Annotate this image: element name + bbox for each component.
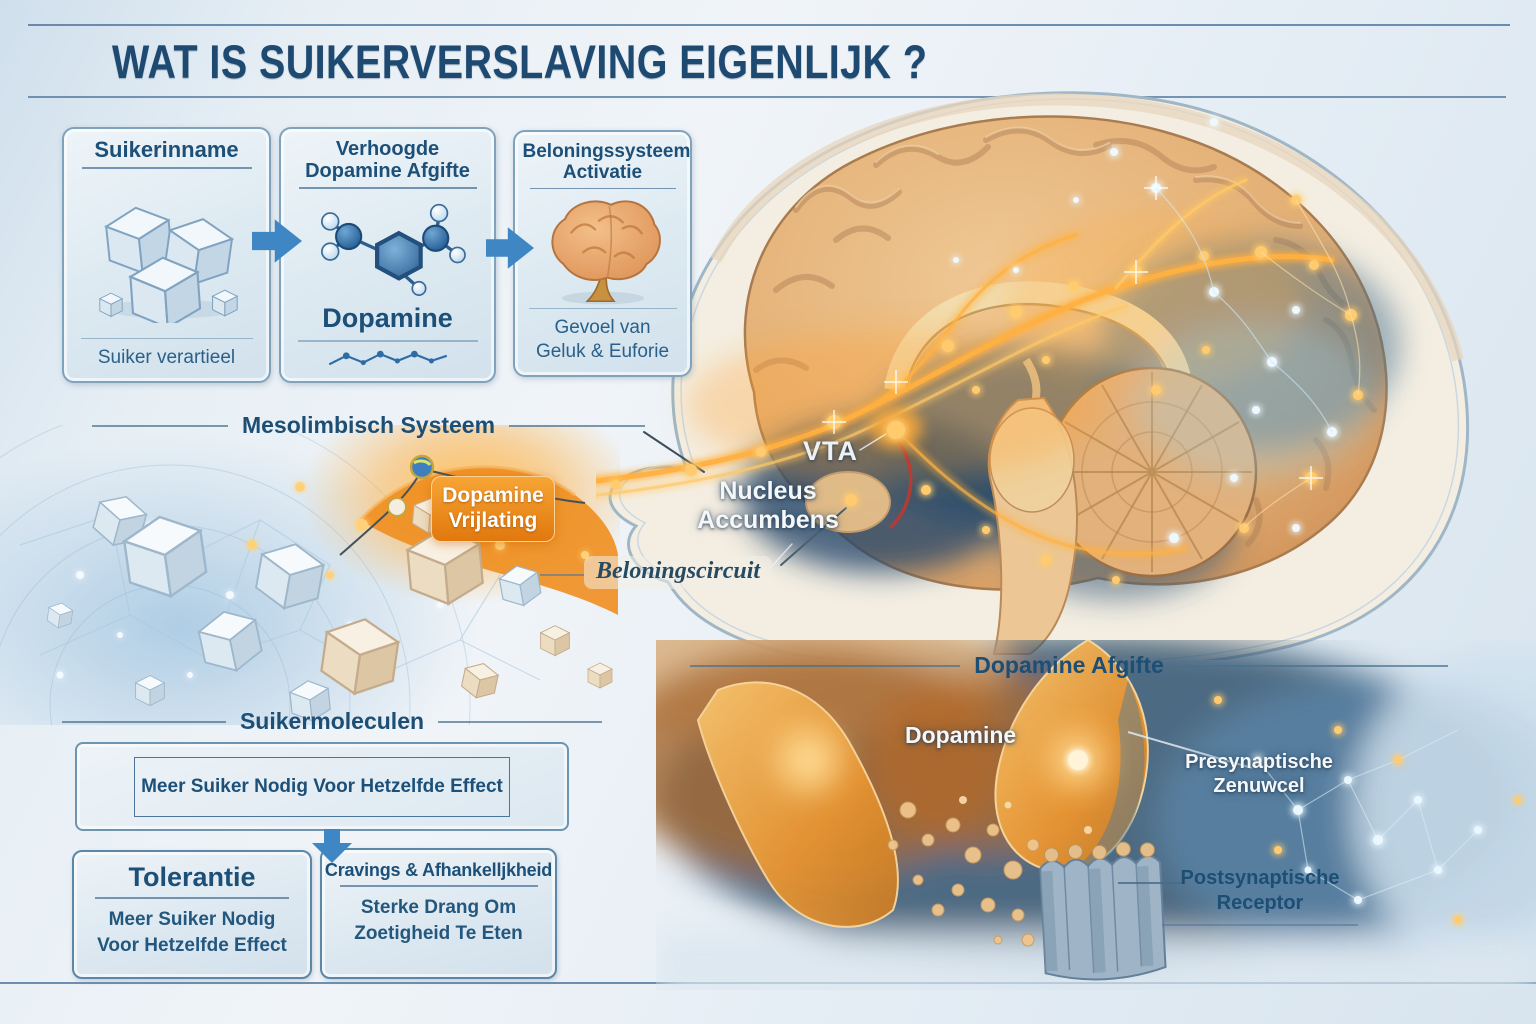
presynaptic-label: Presynaptische Zenuwcel [1185, 751, 1333, 797]
postsynaptic-label: Postsynaptische Receptor [1180, 867, 1340, 914]
label-rule [509, 424, 646, 427]
statement-box: Meer Suiker Nodig Voor Hetzelfde Effect [75, 742, 569, 831]
reward-circuit-rule [540, 574, 584, 576]
process-box-header: Suikerinname [94, 137, 239, 162]
caption-rule [80, 337, 253, 340]
label-rule [1177, 664, 1449, 667]
label-rule [438, 720, 603, 723]
header-rule [339, 885, 538, 887]
postsynaptic-underline-rule [1162, 924, 1358, 926]
process-box-sugar-intake: Suikerinname [62, 127, 271, 383]
sugar-molecules-label: Suikermoleculen [62, 708, 603, 735]
outcome-box-header: Cravings & Afhankelljkheid [324, 860, 553, 880]
dopamine-release-badge: Dopamine Vrijlating [431, 476, 555, 542]
arrow-right-icon [486, 227, 534, 269]
header-rule [298, 186, 477, 189]
label-rule [62, 720, 226, 723]
synapse-illustration [656, 640, 1536, 990]
brain-illustration [596, 91, 1469, 660]
arrow-right-icon [252, 219, 302, 263]
caption-rule [528, 308, 677, 310]
tolerance-box: Tolerantie Meer Suiker Nodig Voor Hetzel… [72, 850, 312, 979]
molecule-icon [320, 203, 466, 296]
title-underline-rule [28, 96, 1506, 98]
arrow-down-icon [312, 829, 352, 863]
outcome-box-body: Meer Suiker Nodig Voor Hetzelfde Effect [97, 909, 287, 956]
cravings-box: Cravings & Afhankelljkheid Sterke Drang … [320, 848, 557, 979]
process-box-caption: Suiker verartieel [97, 347, 236, 369]
outcome-box-body: Sterke Drang Om Zoetigheid Te Eten [354, 897, 523, 944]
header-rule [529, 187, 676, 190]
dopamine-label: Dopamine [905, 722, 1017, 748]
globe-node-icon [339, 454, 586, 556]
header-rule [81, 166, 252, 169]
vta-label: VTA [803, 436, 858, 466]
caption-rule [297, 340, 478, 342]
process-box-dopamine-release: Verhoogde Dopamine Afgifte [279, 127, 496, 383]
sugar-cubes-icon [98, 206, 238, 324]
dopamine-chain-icon [328, 350, 447, 366]
statement-text: Meer Suiker Nodig Voor Hetzelfde Effect [134, 756, 510, 817]
header-rule [95, 897, 289, 899]
outcome-box-header: Tolerantie [128, 862, 256, 892]
reward-circuit-label: Beloningscircuit [584, 556, 773, 589]
brain-icon [550, 200, 661, 305]
process-box-reward-activation: Beloningssysteem Activatie Gevoel van Ge… [513, 130, 692, 377]
process-box-header: Beloningssysteem Activatie [522, 141, 691, 184]
label-rule [690, 664, 961, 667]
nucleus-accumbens-label: Nucleus Accumbens [697, 477, 839, 534]
label-rule [92, 424, 228, 427]
mesolimbic-system-label: Mesolimbisch Systeem [92, 412, 646, 439]
process-box-caption: Gevoel van Geluk & Euforie [535, 317, 670, 363]
molecule-label: Dopamine [322, 303, 453, 334]
top-rule [28, 24, 1510, 26]
sugar-network-illustration [0, 425, 620, 725]
dopamine-release-section-label: Dopamine Afgifte [690, 652, 1449, 679]
process-box-header: Verhoogde Dopamine Afgifte [305, 138, 470, 183]
page-title: WAT IS SUIKERVERSLAVING EIGENLIJK ? [112, 35, 928, 88]
